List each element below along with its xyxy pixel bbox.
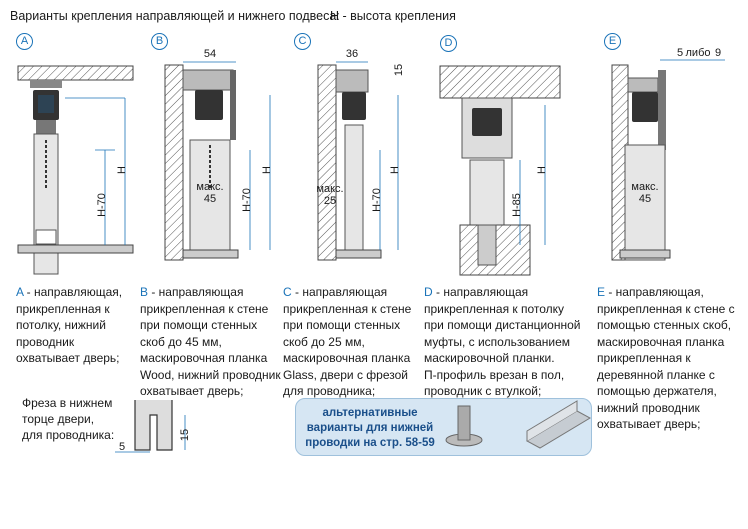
drawing-variant-d: H-85 H: [439, 65, 561, 276]
variant-e-marker: E: [604, 33, 621, 50]
dim-c-top: 36: [346, 48, 358, 60]
desc-variant-b: B - направляющая прикрепленная к стене п…: [140, 285, 281, 398]
dim-d-h: H: [536, 166, 548, 174]
height-note: H - высота крепления: [330, 9, 456, 23]
dim-b-max-val: 45: [204, 193, 216, 205]
dim-c-max-val: 25: [324, 195, 336, 207]
dim-e-top: 5: [677, 47, 683, 59]
alternative-images: [445, 400, 592, 449]
drawing-variant-c: 36 15 H-70 H макс. 25: [316, 48, 405, 261]
groove-dim-h: 15: [179, 429, 191, 441]
dim-b-h70: H-70: [241, 188, 253, 212]
dim-b-top: 54: [204, 48, 216, 60]
dim-e-top-or: либо: [686, 47, 711, 59]
dim-b-max: макс.: [196, 181, 223, 193]
drawing-variant-e: 5 либо 9 макс. 45: [611, 47, 725, 261]
desc-variant-a: A - направляющая, прикрепленная к потолк…: [16, 285, 123, 365]
variant-b-marker: B: [151, 33, 168, 50]
dim-e-top2: 9: [715, 47, 721, 59]
desc-variant-d: D - направляющая прикрепленная к потолку…: [424, 285, 581, 398]
dim-b-h: H: [261, 166, 273, 174]
desc-variant-e: E - направляющая, прикрепленная к стене …: [597, 285, 735, 431]
groove-label: Фреза в нижнем торце двери, для проводни…: [22, 396, 115, 442]
drawing-variant-b: 54 H-70 H макс. 45: [164, 48, 273, 261]
variant-a-marker: A: [16, 33, 33, 50]
groove-drawing: 15 5: [115, 400, 191, 453]
alternative-text: альтернативные варианты для нижней прово…: [305, 407, 435, 449]
diagram-title: Варианты крепления направляющей и нижнег…: [10, 9, 340, 23]
dim-c-max: макс.: [316, 183, 343, 195]
drawing-variant-a: H-70 H: [17, 65, 134, 275]
variant-d-marker: D: [440, 35, 457, 52]
dim-d-h85: H-85: [511, 193, 523, 217]
variant-c-marker: C: [294, 33, 311, 50]
dim-a-h: H: [116, 166, 128, 174]
dim-c-h70: H-70: [371, 188, 383, 212]
mounting-drawings: H-70 H 54 H-70 H макс. 45 36 15 H-70 H м…: [17, 47, 725, 276]
dim-e-max-val: 45: [639, 193, 651, 205]
dim-e-max: макс.: [631, 181, 658, 193]
groove-dim-w: 5: [119, 441, 125, 453]
dim-a-h70: H-70: [96, 193, 108, 217]
dim-c-side: 15: [393, 64, 405, 76]
dim-c-h: H: [389, 166, 401, 174]
desc-variant-c: C - направляющая прикрепленная к стене п…: [283, 285, 412, 398]
